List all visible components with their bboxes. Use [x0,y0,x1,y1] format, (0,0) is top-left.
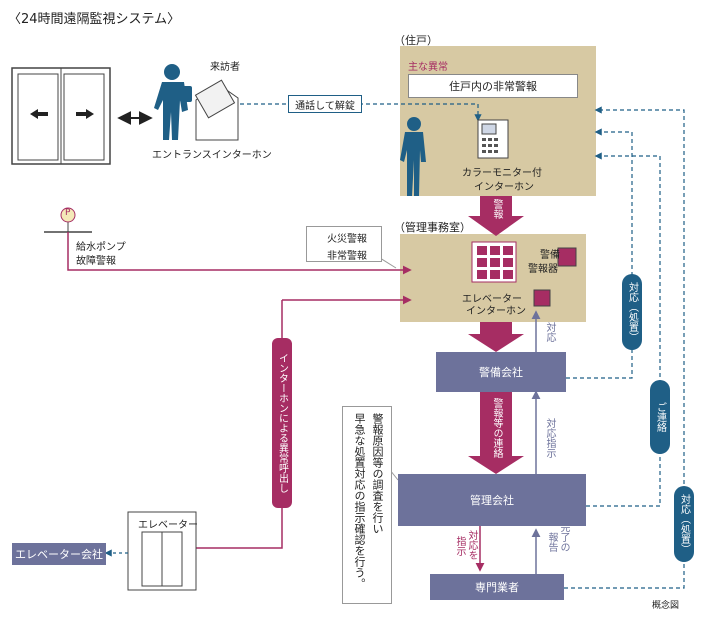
page-title: 〈24時間遠隔監視システム〉 [8,12,181,27]
pump-alarm-line [67,232,412,275]
office-to-security-arrow [468,322,524,352]
entrance-door-icon [11,67,111,165]
taio-shiji-label: 対応指示 [544,418,555,458]
office-callout: 火災警報 非常警報 [306,226,382,262]
alarm-arrow [468,196,524,236]
visitor-label: 来訪者 [210,62,240,73]
report-link-label: 警報等の連絡 [491,398,502,458]
pump-symbol: P [65,208,71,218]
security-alarm-label-2: 警報器 [528,264,558,275]
pump-label-1: 給水ポンプ [76,242,126,253]
instruct-label-1: 対応を [466,530,477,560]
elevator-call-pill: インターホンによる異常呼出し [272,338,292,508]
security-to-management-arrow [468,392,524,474]
residence-interphone-icon [477,119,509,159]
note-line-2: 早急な処置対応の指示確認を行う。 [353,413,366,589]
security-company-box: 警備会社 [436,352,566,392]
pill-taio-shochi-1: 対応（処置） [622,274,642,350]
management-company-box: 管理会社 [398,474,586,526]
pump-label-2: 故障警報 [76,256,116,267]
main-anomaly-label: 主な異常 [408,62,448,73]
residence-interphone-label-1: カラーモニター付 [462,168,542,179]
taio-label: 対応 [544,322,555,342]
alarm-arrow-label: 警報 [491,199,502,219]
security-alarm-square [557,247,577,267]
entrance-interphone-label: エントランスインターホン [152,150,272,161]
management-contact-line [586,152,661,507]
concept-label: 概念図 [652,601,680,611]
report-label-1: 完了の [558,522,569,552]
instruct-label-2: 指示 [454,536,465,556]
alarm-panel-icon [471,241,517,283]
elevator-call-line-2 [196,300,283,549]
elevator-company-box: エレベーター会社 [12,543,106,565]
elevator-interphone-square [533,289,551,307]
pill-taio-shochi-2: 対応（処置） [674,486,694,562]
callout-pointer [379,257,397,269]
residence-panel-title: （住戸） [394,34,438,47]
elevator-label: エレベーター [138,520,198,531]
note-line-1: 警報原因等の調査を行い [371,413,384,534]
residence-alarm-box: 住戸内の非常警報 [408,74,578,98]
callout-line-2: 非常警報 [327,251,367,262]
report-label-2: 報告 [546,532,557,552]
security-alarm-label-1: 警備 [540,250,560,261]
elevator-interphone-label-1: エレベーター [462,294,522,305]
pill-go-renraku: ご連絡 [650,380,670,454]
residence-interphone-label-2: インターホン [474,182,534,193]
talk-unlock-label: 通話して解錠 [288,95,362,113]
contractor-box: 専門業者 [430,574,564,600]
security-response-line [566,128,633,379]
elevator-interphone-label-2: インターホン [466,306,526,317]
visitor-icon [154,64,192,140]
contractor-response-line [564,106,685,589]
entrance-interphone-icon [194,79,239,141]
callout-line-1: 火災警報 [327,234,367,245]
resident-icon [400,117,426,196]
management-office-title: （管理事務室） [394,221,471,234]
note-callout: 警報原因等の調査を行い 早急な処置対応の指示確認を行う。 [342,406,392,604]
elevator-icon [127,511,197,591]
